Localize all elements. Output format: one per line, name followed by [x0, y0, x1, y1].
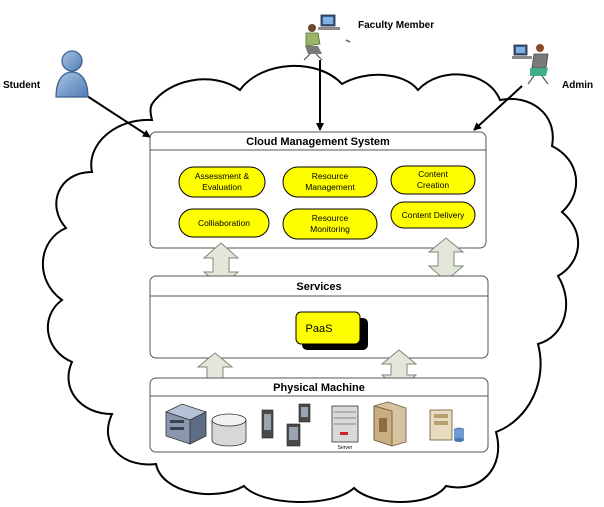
physical-layer: Physical Machine	[149, 377, 489, 453]
student-arrow	[83, 93, 151, 138]
admin-label: Admin	[562, 80, 593, 91]
module-line: Assessment &	[195, 171, 250, 181]
module-line: Colliaboration	[198, 218, 250, 228]
module-line: Monitoring	[310, 224, 350, 234]
module-resource-monitoring: Resource Monitoring	[282, 208, 378, 240]
storage-server-icon	[429, 409, 465, 442]
module-line: Resource	[312, 171, 349, 181]
faculty-actor: Faculty Member	[303, 14, 434, 61]
student-actor: Student	[3, 50, 89, 98]
module-line: Evaluation	[202, 182, 242, 192]
admin-workstation-icon	[512, 44, 549, 85]
module-line: Content	[418, 169, 448, 179]
module-line: Content Delivery	[402, 210, 466, 220]
module-line: Management	[305, 182, 355, 192]
student-label: Student	[3, 80, 41, 91]
database-disk-icon	[211, 413, 247, 447]
module-assessment-evaluation: Assessment & Evaluation	[178, 166, 266, 198]
faculty-label: Faculty Member	[358, 20, 434, 31]
cms-layer: Cloud Management System Assessment & Eva…	[149, 131, 487, 249]
admin-actor: Admin	[512, 44, 593, 91]
module-line: Creation	[417, 180, 449, 190]
module-content-creation: Content Creation	[390, 165, 476, 195]
module-colliaboration: Colliaboration	[178, 208, 270, 238]
module-resource-management: Resource Management	[282, 166, 378, 198]
student-person-icon	[55, 50, 89, 98]
module-line: Resource	[312, 213, 349, 223]
tower-servers-icon	[261, 403, 311, 447]
paas-label: PaaS	[306, 323, 333, 335]
server-box-icon: Server	[331, 405, 359, 451]
server-cabinet-icon	[373, 401, 407, 447]
physical-title: Physical Machine	[273, 382, 365, 394]
services-title: Services	[296, 281, 341, 293]
module-content-delivery: Content Delivery	[390, 201, 476, 229]
server-rack-icon	[164, 403, 208, 445]
faculty-workstation-icon	[303, 14, 351, 61]
paas-box: PaaS	[295, 311, 368, 350]
cms-title: Cloud Management System	[246, 136, 390, 148]
admin-arrow	[473, 85, 523, 131]
services-layer: Services PaaS	[149, 275, 489, 359]
server-caption: Server	[338, 445, 353, 451]
